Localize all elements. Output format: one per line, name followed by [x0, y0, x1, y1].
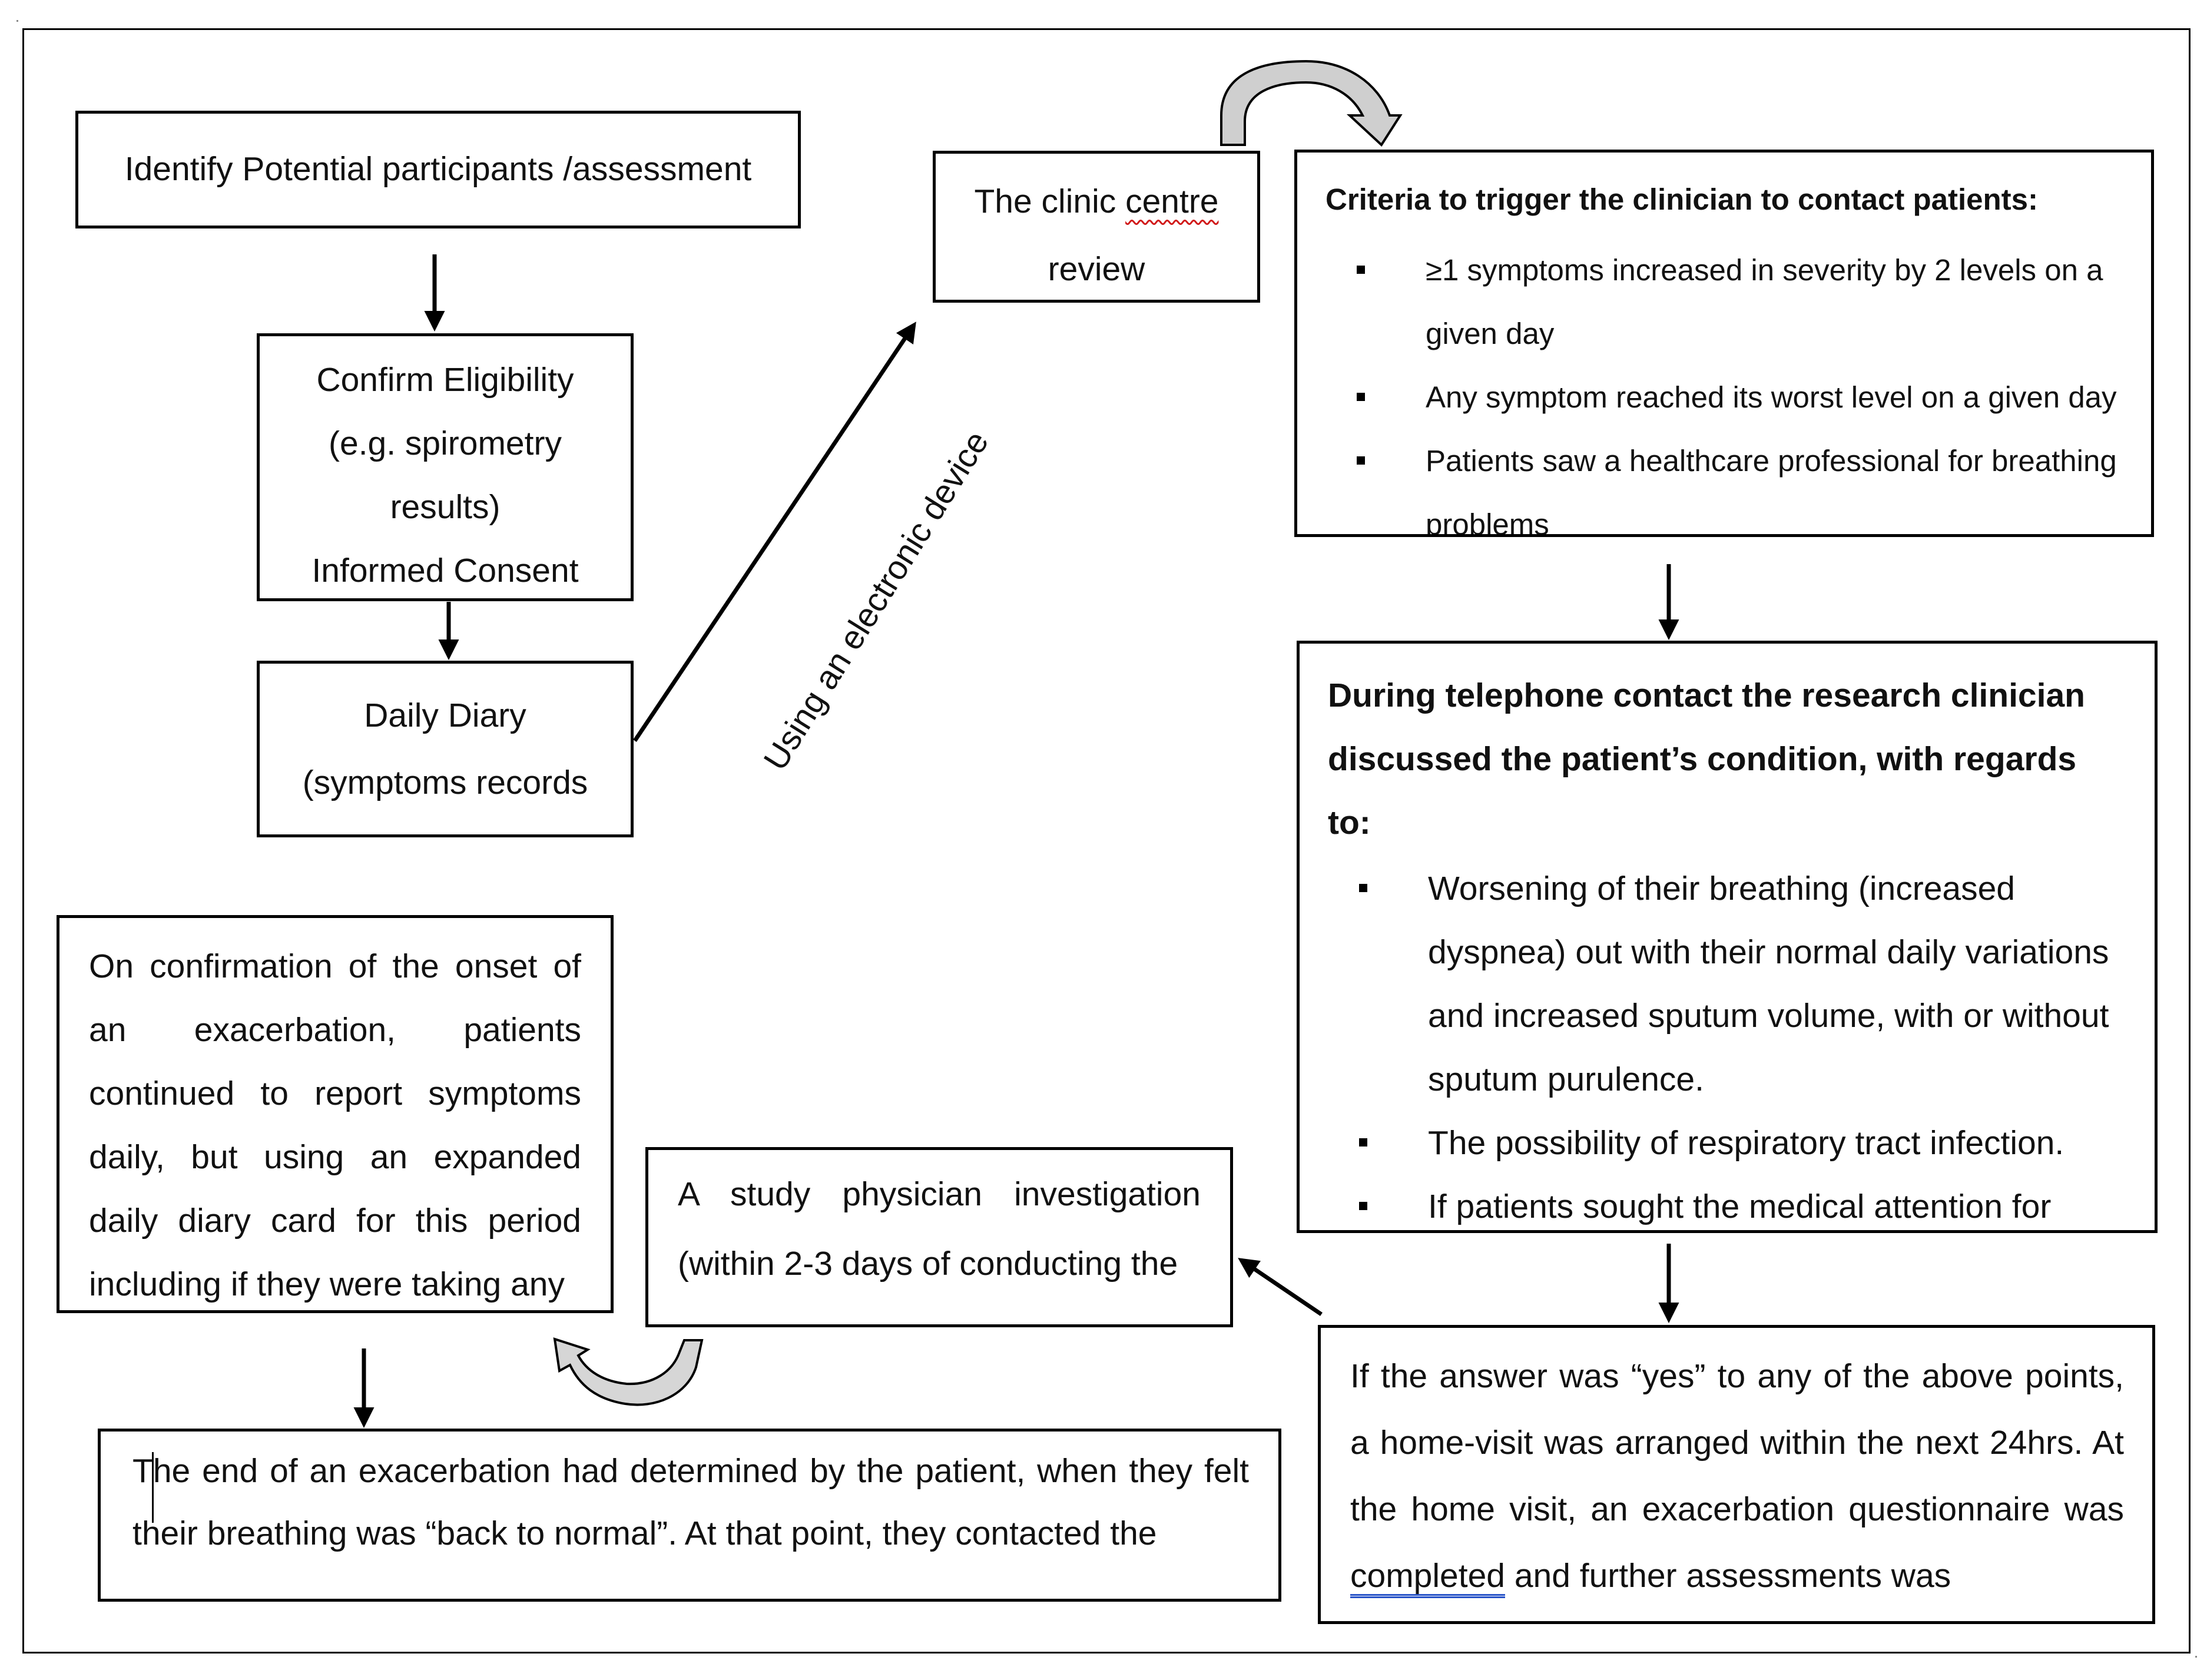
text-cursor [152, 1452, 154, 1523]
clinic-line: review [1048, 250, 1145, 288]
clinic-line: The clinic centre [974, 183, 1219, 220]
identify-participants-text: Identify Potential participants /assessm… [124, 150, 752, 188]
telephone-contact-box: During telephone contact the research cl… [1297, 641, 2158, 1233]
telephone-contact-item: The possibility of respiratory tract inf… [1328, 1111, 2125, 1175]
criteria-item: Any symptom reached its worst level on a… [1325, 366, 2122, 429]
arrow-diary-to-clinic [633, 322, 916, 742]
corner-mark [16, 20, 18, 22]
curved-arrow-physician-to-onset [553, 1337, 704, 1406]
telephone-contact-item: Worsening of their breathing (increased … [1328, 857, 2125, 1111]
completed-word: completed [1350, 1557, 1505, 1595]
identify-participants-box: Identify Potential participants /assessm… [75, 111, 801, 228]
clinic-centre-review-box: The clinic centre review [933, 151, 1260, 303]
eligibility-line: results) [390, 488, 501, 526]
study-physician-box: A study physician investigation (within … [645, 1147, 1233, 1327]
daily-diary-text: Daily Diary (symptoms records [257, 682, 634, 816]
criteria-box: Criteria to trigger the clinician to con… [1294, 150, 2154, 537]
onset-exacerbation-text: On confirmation of the onset of an exace… [89, 947, 581, 1303]
study-physician-text: A study physician investigation (within … [678, 1175, 1201, 1283]
eligibility-line: (e.g. spirometry [329, 425, 562, 462]
telephone-contact-list: Worsening of their breathing (increased … [1328, 857, 2125, 1230]
arrow-homevisit-to-physician [1238, 1258, 1323, 1316]
telephone-contact-item: If patients sought the medical attention… [1328, 1175, 2125, 1230]
eligibility-line: Informed Consent [312, 552, 579, 589]
clinic-centre-word: centre [1125, 183, 1219, 220]
criteria-list: ≥1 symptoms increased in severity by 2 l… [1325, 238, 2122, 534]
onset-exacerbation-box: On confirmation of the onset of an exace… [57, 915, 614, 1313]
daily-diary-line: Daily Diary [364, 697, 526, 734]
criteria-title: Criteria to trigger the clinician to con… [1325, 183, 2039, 216]
telephone-contact-title: During telephone contact the research cl… [1328, 677, 2085, 841]
criteria-item: Patients saw a healthcare professional f… [1325, 429, 2122, 534]
daily-diary-line: (symptoms records [302, 764, 588, 801]
end-exacerbation-box-full: The end of an exacerbation had determine… [98, 1429, 1281, 1602]
corner-mark [2195, 1656, 2197, 1658]
confirm-eligibility-box: Confirm Eligibility (e.g. spirometry res… [257, 333, 634, 601]
criteria-item: ≥1 symptoms increased in severity by 2 l… [1325, 238, 2122, 366]
end-exacerbation-text: The end of an exacerbation had determine… [132, 1452, 1249, 1552]
page-frame [22, 28, 2191, 1654]
home-visit-box: If the answer was “yes” to any of the ab… [1318, 1325, 2155, 1624]
daily-diary-box [257, 661, 634, 837]
eligibility-line: Confirm Eligibility [316, 361, 574, 399]
curved-arrow-clinic-to-criteria [1220, 59, 1403, 147]
